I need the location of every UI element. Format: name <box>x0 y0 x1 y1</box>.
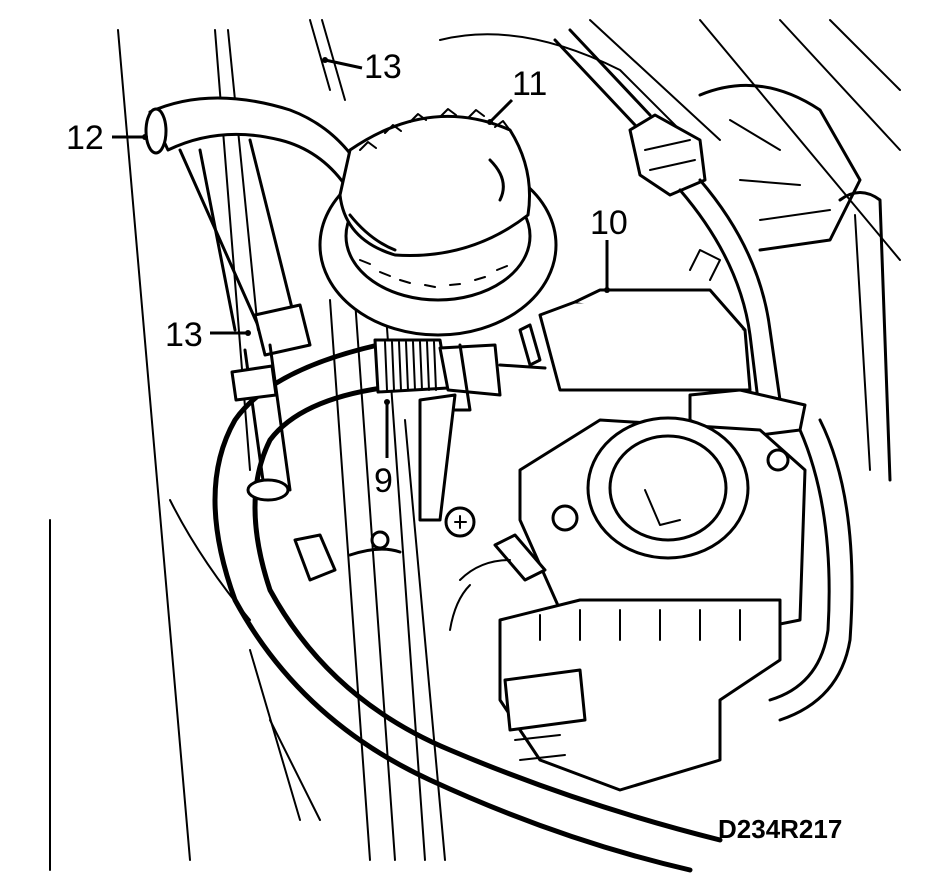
leader-lines <box>112 57 610 458</box>
throttle-body <box>518 416 807 642</box>
control-module <box>538 249 807 442</box>
sprocket-teeth <box>359 108 510 288</box>
lower-connector <box>498 598 782 792</box>
filler-cap-ring <box>318 108 558 337</box>
callout-9: 9 <box>374 462 393 500</box>
leader-13-top <box>324 58 363 70</box>
callout-13-left: 13 <box>165 316 203 354</box>
right-lower-pipe <box>449 418 854 722</box>
callout-10: 10 <box>590 204 628 242</box>
leader-11 <box>488 98 514 124</box>
callout-13-top: 13 <box>364 48 402 86</box>
main-hose <box>212 338 723 873</box>
figure-reference-code: D234R217 <box>718 814 842 844</box>
left-pipe <box>230 343 292 502</box>
callout-12: 12 <box>66 119 104 157</box>
callout-11: 11 <box>512 65 547 103</box>
bracket-hardware <box>293 323 547 582</box>
upper-right-pipe <box>553 28 782 402</box>
upper-hose <box>144 96 357 357</box>
